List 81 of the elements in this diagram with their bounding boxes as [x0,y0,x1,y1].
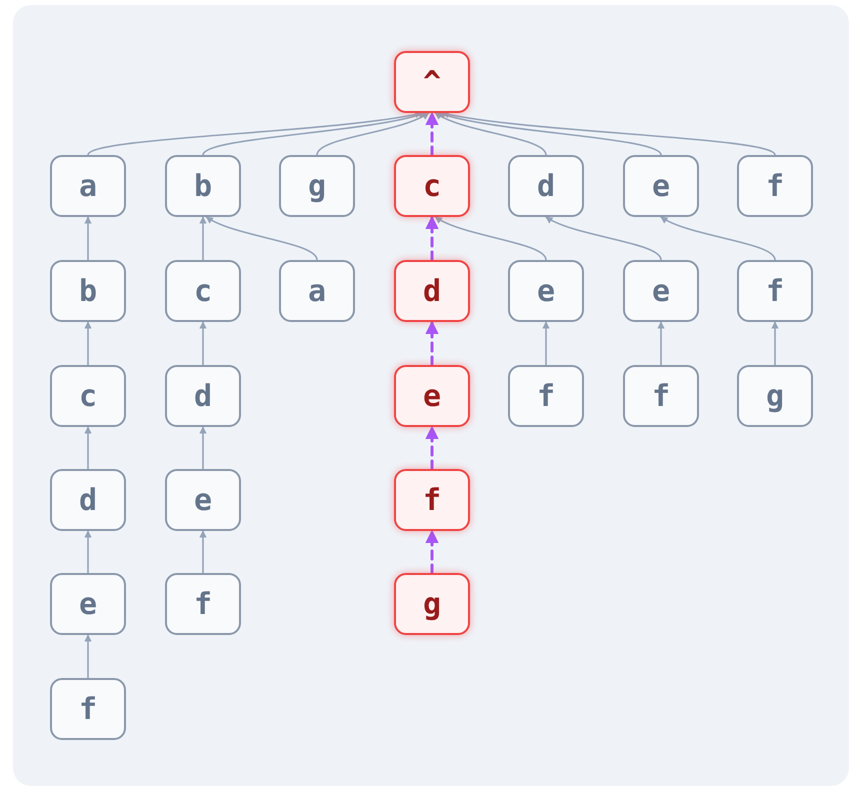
node-label: c [194,272,212,310]
node-label: f [766,168,784,206]
tree-node-box [279,155,355,217]
tree-node-box [394,155,470,217]
node-label: f [194,586,212,624]
tree-node-box [165,155,241,217]
tree-node-box [165,573,241,635]
arrow [425,530,439,574]
node-label: d [194,378,212,416]
arrow [771,321,779,366]
node-label: e [652,168,670,206]
arrow [84,216,92,261]
tree-node-box [394,260,470,322]
tree-node-box [737,155,813,217]
node-label: b [78,272,98,310]
node-label: e [652,272,670,310]
tree-node-box [50,573,126,635]
arrow [425,426,439,470]
node-label: e [422,378,442,416]
node-label: a [78,168,98,206]
node-label: f [652,378,670,416]
arrow [434,216,547,261]
arrow [657,321,665,366]
tree-node-box [394,365,470,427]
node-label: f [536,378,556,416]
node-label: e [536,272,556,310]
arrow [545,216,662,261]
arrow [660,216,776,261]
node-label: c [422,168,442,206]
arrow [84,426,92,470]
arrow [199,530,207,574]
arrow [542,321,550,366]
tree-node-box [623,260,699,322]
arrow [199,216,207,261]
node-label: b [194,168,212,206]
node-label: ^ [422,64,442,102]
node-label: d [536,168,556,206]
tree-node-box [737,260,813,322]
tree-node-box [394,469,470,531]
arrow [434,112,547,156]
arrow [84,530,92,574]
node-label: g [422,586,442,624]
tree-node-box [508,155,584,217]
arrow [425,112,439,156]
tree-node-box [50,678,126,740]
node-label: c [78,378,98,416]
tree-node-box [50,469,126,531]
node-label: e [78,586,98,624]
arrow [316,112,430,156]
arrow [438,111,662,156]
node-label: f [78,690,98,728]
arrow [84,321,92,366]
arrow [425,216,439,262]
arrow [199,321,207,366]
tree-node-box [623,155,699,217]
node-label: f [422,482,442,520]
tree-node-box [50,260,126,322]
tree-node-box [165,260,241,322]
arrow [206,216,318,261]
tree-node-box [279,260,355,322]
node-label: e [194,482,212,520]
node-label: d [422,272,442,310]
tree-node-box [394,573,470,635]
tree-node-box [508,260,584,322]
node-label: d [78,482,98,520]
arrow [84,634,92,679]
arrow [425,320,439,366]
node-label: a [308,272,326,310]
tree-node-box [508,365,584,427]
node-label: g [308,168,326,206]
arrow [202,111,426,156]
arrow [199,426,207,470]
tree-node-box [50,365,126,427]
tree-node-box [165,469,241,531]
tree-node-box [737,365,813,427]
node-label: g [766,378,784,416]
node-label: f [766,272,784,310]
tree-node-box [165,365,241,427]
tree-node-box [50,155,126,217]
tree-node-box [623,365,699,427]
tree-node-box [394,51,470,113]
